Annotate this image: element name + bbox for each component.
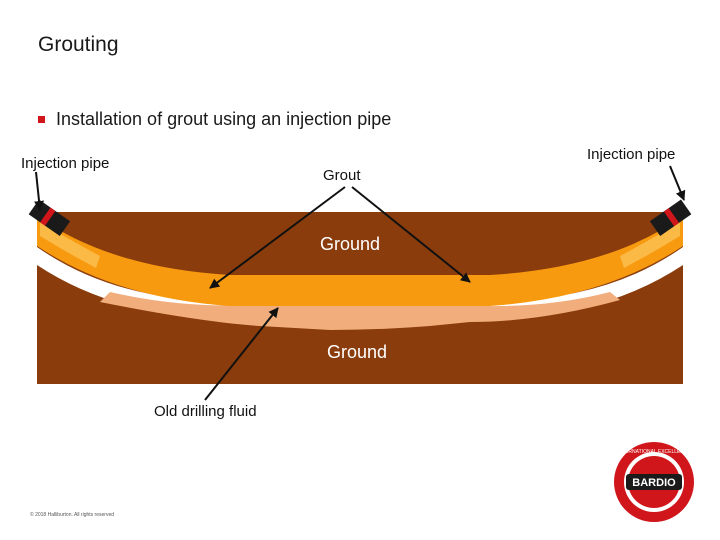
grout-highlight-right	[620, 222, 680, 268]
logo-ring-text: INTERNATIONAL EXCELLENCE	[617, 449, 692, 455]
arrow-grout-right	[351, 186, 471, 283]
grout-highlight-left	[40, 222, 100, 268]
injection-pipe-right	[649, 199, 692, 237]
pipe-left-band	[40, 207, 56, 226]
arrow-injection-pipe-right	[669, 165, 686, 201]
grout-band	[37, 216, 683, 306]
label-grout: Grout	[323, 167, 361, 184]
label-ground-lower: Ground	[327, 342, 388, 362]
label-ground-upper: Ground	[320, 234, 381, 254]
pipe-right-band	[663, 208, 680, 227]
logo-brand-text: BARDIO	[632, 477, 676, 489]
slide-title: Grouting	[38, 33, 119, 56]
label-old-drilling-fluid: Old drilling fluid	[154, 403, 257, 420]
arrow-injection-pipe-left	[34, 171, 45, 211]
arrow-grout-left	[209, 186, 346, 289]
bardio-seal-logo: BARDIO INTERNATIONAL EXCELLENCE	[614, 442, 694, 522]
label-injection-pipe-right: Injection pipe	[587, 146, 676, 163]
bullet-item: Installation of grout using an injection…	[38, 109, 391, 130]
bullet-text: Installation of grout using an injection…	[56, 109, 392, 129]
label-injection-pipe-left: Injection pipe	[21, 155, 110, 172]
arrow-old-drilling-fluid	[204, 307, 279, 401]
copyright-footer: © 2018 Halliburton. All rights reserved	[30, 512, 115, 518]
bullet-square-icon	[38, 116, 45, 123]
